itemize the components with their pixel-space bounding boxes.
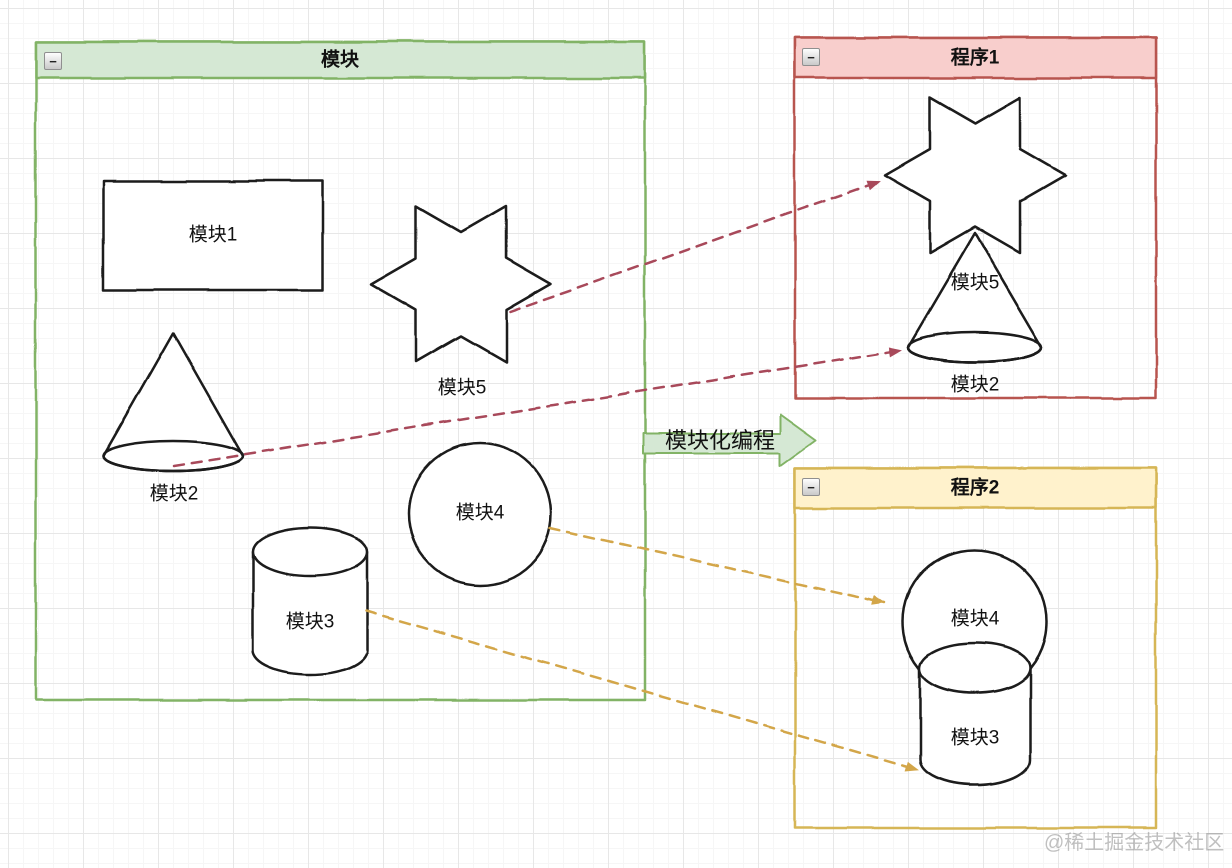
program1-module5-star-shape[interactable]: [883, 95, 1067, 255]
program1-module2-cone-shape[interactable]: [906, 231, 1044, 364]
program1-container[interactable]: [793, 36, 1158, 400]
program2-collapse-button[interactable]: −: [802, 478, 820, 496]
module4-circle-shape[interactable]: [407, 441, 553, 587]
connector-cylinder-to-program2[interactable]: [364, 609, 920, 772]
module1-rectangle-shape[interactable]: [101, 179, 325, 292]
collapse-minus-icon: −: [49, 53, 57, 69]
module-container-header[interactable]: [34, 40, 647, 80]
program2-module3-cylinder-shape[interactable]: [918, 641, 1032, 787]
module-container[interactable]: [34, 40, 647, 702]
program1-collapse-button[interactable]: −: [802, 48, 820, 66]
program2-container-header[interactable]: [793, 466, 1158, 510]
program2-container[interactable]: [793, 466, 1158, 830]
module2-cone-shape[interactable]: [101, 331, 245, 473]
module3-cylinder-shape[interactable]: [251, 526, 369, 676]
module5-star-shape[interactable]: [369, 204, 553, 364]
program1-container-header[interactable]: [793, 36, 1158, 80]
connector-circle-to-program2[interactable]: [548, 526, 887, 606]
connector-star-to-program1[interactable]: [508, 179, 882, 314]
collapse-minus-icon: −: [807, 49, 815, 65]
connector-cone-to-program1[interactable]: [172, 346, 903, 468]
module-collapse-button[interactable]: −: [44, 52, 62, 70]
collapse-minus-icon: −: [807, 479, 815, 495]
modularization-arrow-shape[interactable]: [642, 413, 817, 467]
